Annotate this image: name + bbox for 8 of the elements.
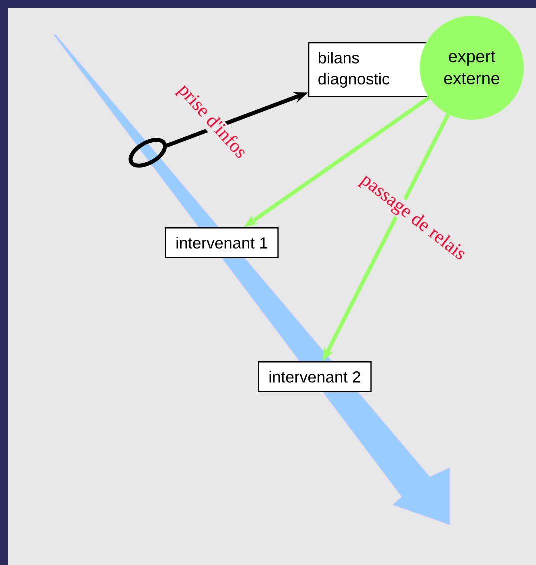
text-box: intervenant 2 [258, 362, 372, 392]
text-box: bilans diagnostic [308, 42, 430, 98]
circle-node: expert externe [420, 16, 524, 120]
text-box: intervenant 1 [165, 228, 279, 258]
arrow [322, 114, 450, 362]
arrow [166, 92, 308, 148]
loop [128, 138, 168, 168]
arrow [244, 96, 430, 228]
